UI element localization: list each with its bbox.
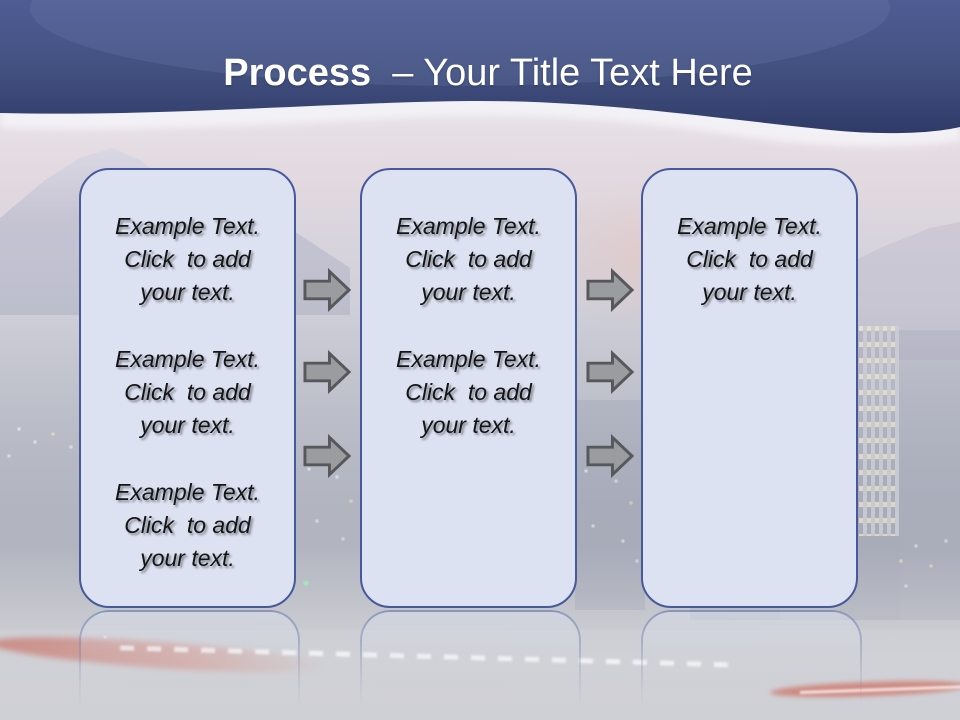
process-box-2[interactable]: Example Text. Click to add your text. Ex… xyxy=(360,168,577,608)
right-arrow-icon[interactable] xyxy=(303,350,352,394)
process-box-3[interactable]: Example Text. Click to add your text. xyxy=(641,168,858,608)
box-reflection xyxy=(641,610,862,718)
title-keyword: Process xyxy=(223,52,372,94)
process-box-1[interactable]: Example Text. Click to add your text. Ex… xyxy=(79,168,296,608)
building-window-lights xyxy=(859,326,899,536)
right-arrow-icon[interactable] xyxy=(586,350,635,394)
box-reflection xyxy=(360,610,581,718)
text-placeholder[interactable]: Example Text. Click to add your text. xyxy=(677,213,822,305)
title-subtitle: – Your Title Text Here xyxy=(371,52,753,94)
text-placeholder[interactable]: Example Text. Click to add your text. xyxy=(115,346,260,438)
slide-title[interactable]: Process – Your Title Text Here xyxy=(8,50,960,96)
right-arrow-icon[interactable] xyxy=(303,434,352,478)
header-wave xyxy=(0,0,960,147)
building-silhouette-mid xyxy=(575,400,645,610)
text-placeholder[interactable]: Example Text. Click to add your text. xyxy=(115,213,260,305)
right-arrow-icon[interactable] xyxy=(586,434,635,478)
text-placeholder[interactable]: Example Text. Click to add your text. xyxy=(396,346,541,438)
text-placeholder[interactable]: Example Text. Click to add your text. xyxy=(396,213,541,305)
text-placeholder[interactable]: Example Text. Click to add your text. xyxy=(115,479,260,571)
box-reflection xyxy=(79,610,300,718)
right-arrow-icon[interactable] xyxy=(586,268,635,312)
right-arrow-icon[interactable] xyxy=(303,268,352,312)
